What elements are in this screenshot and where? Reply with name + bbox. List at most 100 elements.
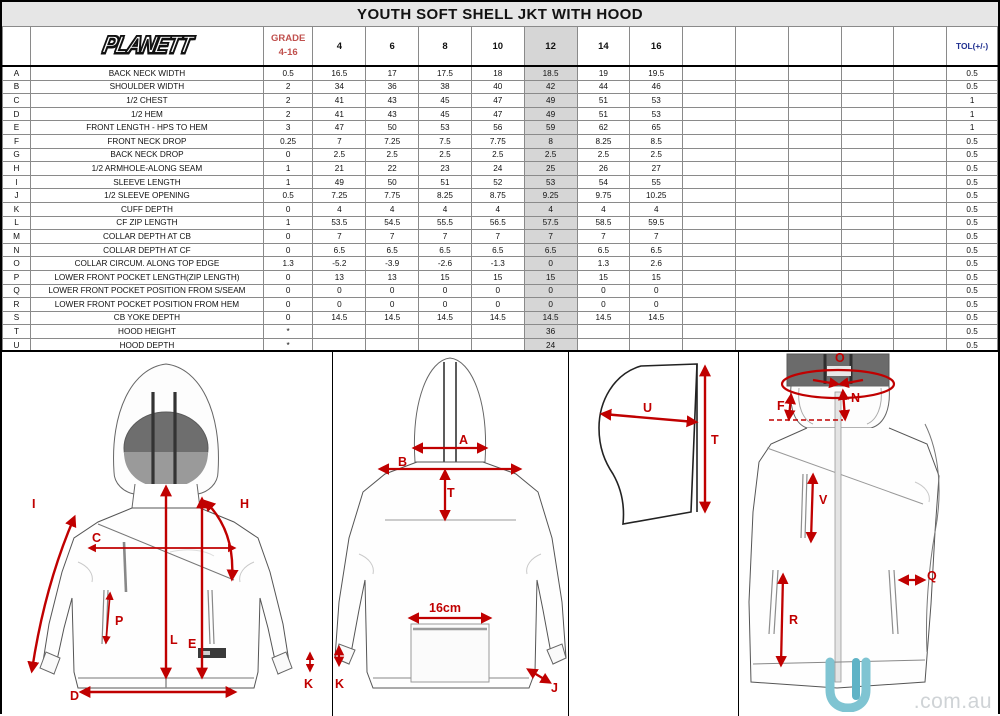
cell-H-blank3 bbox=[840, 161, 895, 176]
back-view-drawing: A B T 16cm K J bbox=[333, 357, 567, 695]
cell-J-size16: 10.25 bbox=[629, 188, 684, 203]
row-grade: 1.3 bbox=[262, 256, 314, 271]
row-description: CUFF DEPTH bbox=[30, 201, 264, 217]
cell-O-size14: 1.3 bbox=[576, 256, 631, 271]
cell-E-size8: 53 bbox=[418, 120, 472, 135]
cell-L-blank2 bbox=[787, 215, 842, 231]
cell-S-size14: 14.5 bbox=[576, 310, 631, 326]
cell-D-size12: 49 bbox=[523, 106, 578, 122]
cell-P-blank3 bbox=[840, 269, 895, 285]
row-letter-G: G bbox=[1, 147, 32, 163]
cell-J-blank0 bbox=[682, 188, 736, 203]
cell-D-blank4 bbox=[893, 106, 948, 122]
cell-K-blank4 bbox=[893, 201, 948, 217]
cell-A-blank4 bbox=[893, 65, 948, 81]
cell-C-size4: 41 bbox=[312, 93, 367, 108]
cell-I-blank3 bbox=[840, 174, 895, 190]
cell-E-blank1 bbox=[734, 120, 789, 135]
front-label-K: K bbox=[304, 677, 313, 691]
panel-divider-1 bbox=[332, 352, 333, 716]
cell-C-size14: 51 bbox=[576, 93, 631, 108]
cell-O-size10: -1.3 bbox=[470, 256, 525, 271]
size-header-6: 6 bbox=[365, 26, 420, 67]
cell-H-size10: 24 bbox=[470, 161, 525, 176]
cell-R-size16: 0 bbox=[629, 297, 684, 312]
cell-F-size6: 7.25 bbox=[365, 133, 420, 149]
watermark-text: .com.au bbox=[913, 690, 992, 713]
cell-J-blank4 bbox=[893, 188, 948, 203]
cell-P-size16: 15 bbox=[629, 269, 684, 285]
cell-B-blank4 bbox=[893, 79, 948, 95]
row-letter-F: F bbox=[1, 133, 32, 149]
tolerance-header: TOL(+/-) bbox=[946, 26, 998, 67]
row-grade: 0 bbox=[262, 269, 314, 285]
cell-T-size8 bbox=[418, 324, 472, 339]
cell-F-size16: 8.5 bbox=[629, 133, 684, 149]
cell-L-blank4 bbox=[893, 215, 948, 231]
cell-K-size10: 4 bbox=[470, 201, 525, 217]
row-grade: 0 bbox=[262, 201, 314, 217]
cell-Q-size8: 0 bbox=[418, 283, 472, 299]
cell-T-size12: 36 bbox=[523, 324, 578, 339]
row-description: COLLAR CIRCUM. ALONG TOP EDGE bbox=[30, 256, 264, 271]
size-header-14: 14 bbox=[576, 26, 631, 67]
cell-A-blank1 bbox=[734, 65, 789, 81]
cell-B-size12: 42 bbox=[523, 79, 578, 95]
size-header-12: 12 bbox=[523, 26, 578, 67]
cell-E-blank3 bbox=[840, 120, 895, 135]
detail-label-R: R bbox=[789, 613, 798, 627]
cell-R-blank4 bbox=[893, 297, 948, 312]
row-tolerance: 0.5 bbox=[946, 283, 998, 299]
row-description: LOWER FRONT POCKET LENGTH(ZIP LENGTH) bbox=[30, 269, 264, 285]
row-grade: 0 bbox=[262, 297, 314, 312]
row-tolerance: 0.5 bbox=[946, 269, 998, 285]
size-header-10: 10 bbox=[470, 26, 525, 67]
cell-K-size8: 4 bbox=[418, 201, 472, 217]
cell-R-size12: 0 bbox=[523, 297, 578, 312]
cell-B-size6: 36 bbox=[365, 79, 420, 95]
cell-D-size6: 43 bbox=[365, 106, 420, 122]
cell-P-size8: 15 bbox=[418, 269, 472, 285]
cell-F-size10: 7.75 bbox=[470, 133, 525, 149]
row-description: LOWER FRONT POCKET POSITION FROM S/SEAM bbox=[30, 283, 264, 299]
size-header-4: 4 bbox=[312, 26, 367, 67]
cell-P-size14: 15 bbox=[576, 269, 631, 285]
cell-O-blank3 bbox=[840, 256, 895, 271]
hood-label-T: T bbox=[711, 433, 719, 447]
cell-M-size14: 7 bbox=[576, 229, 631, 244]
table-corner-letter bbox=[1, 26, 32, 67]
cell-L-size12: 57.5 bbox=[523, 215, 578, 231]
cell-L-blank0 bbox=[682, 215, 736, 231]
cell-G-blank4 bbox=[893, 147, 948, 163]
cell-T-blank3 bbox=[840, 324, 895, 339]
row-grade: 1 bbox=[262, 174, 314, 190]
row-description: LOWER FRONT POCKET POSITION FROM HEM bbox=[30, 297, 264, 312]
blank-header-3 bbox=[840, 26, 895, 67]
cell-B-blank0 bbox=[682, 79, 736, 95]
cell-G-size10: 2.5 bbox=[470, 147, 525, 163]
front-label-C: C bbox=[92, 531, 101, 545]
cell-M-blank1 bbox=[734, 229, 789, 244]
row-description: FRONT LENGTH - HPS TO HEM bbox=[30, 120, 264, 135]
cell-E-size6: 50 bbox=[365, 120, 420, 135]
cell-A-blank0 bbox=[682, 65, 736, 81]
cell-D-size10: 47 bbox=[470, 106, 525, 122]
cell-Q-blank0 bbox=[682, 283, 736, 299]
cell-T-size16 bbox=[629, 324, 684, 339]
cell-O-blank1 bbox=[734, 256, 789, 271]
cell-Q-size14: 0 bbox=[576, 283, 631, 299]
back-label-J: J bbox=[551, 681, 558, 695]
front-view-drawing: I C P L E D H K bbox=[27, 363, 315, 703]
cell-H-blank2 bbox=[787, 161, 842, 176]
row-grade: 2 bbox=[262, 93, 314, 108]
row-description: CF ZIP LENGTH bbox=[30, 215, 264, 231]
cell-S-size4: 14.5 bbox=[312, 310, 367, 326]
cell-C-blank0 bbox=[682, 93, 736, 108]
cell-D-blank3 bbox=[840, 106, 895, 122]
row-letter-J: J bbox=[1, 188, 32, 203]
cell-N-size6: 6.5 bbox=[365, 242, 420, 258]
row-grade: 2 bbox=[262, 79, 314, 95]
